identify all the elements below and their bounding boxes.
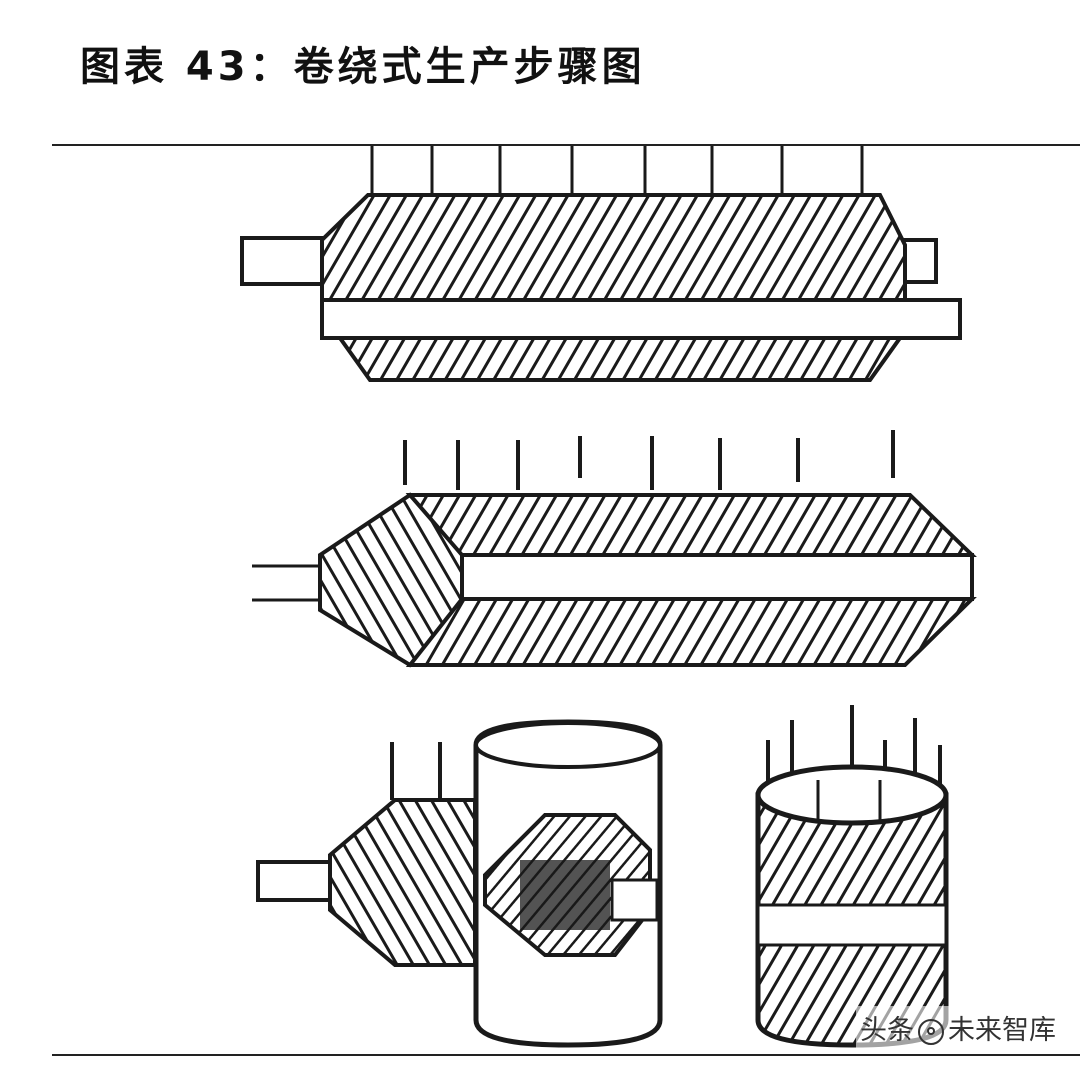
bottom-rule (52, 1054, 1080, 1056)
step4-assembly (755, 705, 949, 1048)
watermark: 头条 未来智库 (856, 1006, 1060, 1049)
step1-separator-plate (320, 298, 962, 340)
step1-upper-winding (320, 193, 907, 302)
step3-shaft (256, 860, 332, 902)
step2-separator (460, 553, 974, 601)
step4-pins (766, 705, 942, 790)
step2-pins (403, 430, 895, 490)
top-rule (52, 144, 1080, 146)
step3-hex-body (328, 798, 477, 967)
step1-assembly (240, 146, 962, 382)
watermark-logo-icon (918, 1018, 944, 1045)
step4-top-rim (755, 764, 949, 826)
step2-assembly (252, 430, 977, 668)
step3-assembly (256, 719, 663, 1048)
watermark-name: 未来智库 (948, 1015, 1056, 1046)
step1-lower-winding (336, 336, 904, 382)
watermark-prefix: 头条 (860, 1015, 914, 1046)
figure-title: 图表 43：卷绕式生产步骤图 (80, 44, 646, 90)
step4-band (756, 903, 948, 947)
step2-bottom-face (405, 597, 977, 667)
step2-top-face (405, 493, 977, 557)
